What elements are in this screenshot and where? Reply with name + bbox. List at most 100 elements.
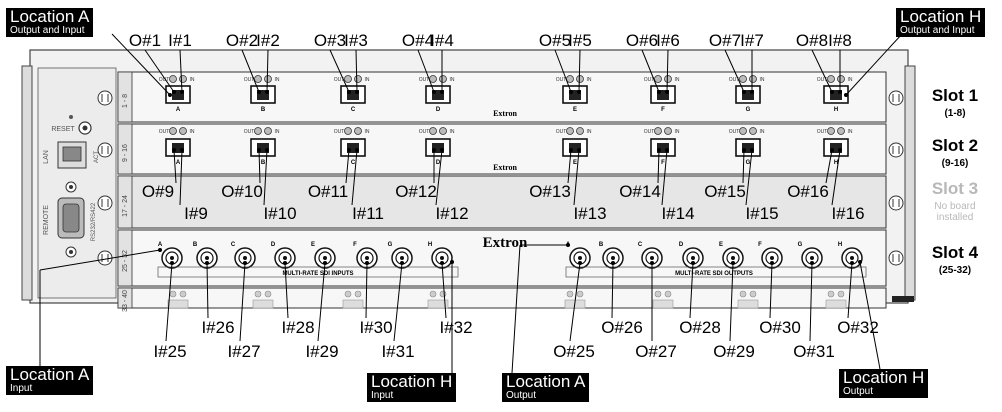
location-box-title: Location H <box>900 7 982 26</box>
fiber-connector-core <box>657 90 669 100</box>
leader-dot <box>742 148 746 152</box>
location-box-title: Location H <box>371 372 453 391</box>
bnc-connector-pin <box>243 256 247 260</box>
leader-line <box>173 149 177 184</box>
port-label-slot1: O#4 <box>402 31 434 50</box>
faded-connector <box>737 299 759 309</box>
port-label-slot1: I#4 <box>430 31 454 50</box>
leader-line <box>179 49 183 93</box>
leader-dot <box>432 148 436 152</box>
location-box-subtitle: Output and Input <box>900 25 975 36</box>
out-led-label: OUT <box>817 129 828 135</box>
out-led <box>739 127 747 135</box>
in-led <box>354 75 362 83</box>
bnc-connector-pin <box>578 256 582 260</box>
connector-letter: F <box>661 160 665 166</box>
in-led-label: IN <box>848 129 853 135</box>
slot4-input-label: I#28 <box>281 318 314 337</box>
leader-dot <box>858 260 862 264</box>
slot4-output-label: O#27 <box>635 342 677 361</box>
bnc-connector-pin <box>731 256 735 260</box>
faded-led <box>344 290 352 298</box>
bnc-connector-pin <box>650 256 654 260</box>
out-led-label: OUT <box>644 77 655 83</box>
fiber-connector-core <box>257 90 269 100</box>
location-box-subtitle: Output <box>506 390 537 401</box>
bnc-connector-pin <box>283 256 287 260</box>
out-led <box>169 127 177 135</box>
in-led <box>439 127 447 135</box>
leader-dot <box>180 90 184 94</box>
leader-dot <box>257 90 261 94</box>
bnc-connector-pin <box>810 256 814 260</box>
leader-line <box>569 262 581 342</box>
in-led-label: IN <box>587 77 592 83</box>
connector-letter: A <box>176 160 181 166</box>
out-led <box>344 75 352 83</box>
leader-line <box>742 149 745 184</box>
leader-line <box>317 262 326 342</box>
slot-name: Slot 1 <box>931 86 979 105</box>
leader-line <box>355 49 358 93</box>
faded-led <box>439 290 447 298</box>
reset-button-center <box>82 125 88 131</box>
leader-dot <box>731 261 735 265</box>
in-led <box>749 127 757 135</box>
out-led-label: OUT <box>644 129 655 135</box>
leader-line <box>657 149 660 184</box>
leader-line <box>329 49 350 93</box>
extron-logo: Extron <box>493 163 517 172</box>
slot-number-label: 9 - 16 <box>122 144 129 162</box>
fiber-connector-core <box>347 90 359 100</box>
out-led <box>566 127 574 135</box>
bnc-letter: D <box>679 242 684 248</box>
in-led-label: IN <box>365 77 370 83</box>
bnc-letter: E <box>719 242 723 248</box>
slot-4-label: Slot 4 (25-32) <box>912 243 998 276</box>
connector-letter: G <box>746 107 751 113</box>
out-led-label: OUT <box>556 129 567 135</box>
in-led <box>664 75 672 83</box>
output-label-slot2: O#11 <box>308 182 348 201</box>
leader-dot <box>172 148 176 152</box>
slot4-input-label: I#26 <box>201 318 234 337</box>
rs232-port-socket <box>62 203 80 233</box>
connector-letter: D <box>436 160 441 166</box>
in-led <box>749 75 757 83</box>
out-led-label: OUT <box>729 77 740 83</box>
slot-screw-left <box>97 142 113 158</box>
leader-dot <box>180 148 184 152</box>
leader-dot <box>844 93 848 97</box>
slot4-output-label: O#32 <box>837 318 879 337</box>
leader-line <box>809 262 813 342</box>
leader-line <box>179 149 183 206</box>
remote-label: REMOTE <box>43 205 50 235</box>
leader-dot <box>578 261 582 265</box>
in-led <box>179 127 187 135</box>
leader-line <box>689 262 694 319</box>
leader-dot <box>265 90 269 94</box>
faded-led <box>566 290 574 298</box>
fiber-connector-core <box>830 90 842 100</box>
bnc-letter: B <box>193 242 198 248</box>
leader-dot <box>170 261 174 265</box>
bnc-connector-pin <box>440 256 444 260</box>
in-led <box>439 75 447 83</box>
bnc-letter: H <box>838 242 842 248</box>
slot4-output-label: O#25 <box>553 342 595 361</box>
leader-dot <box>432 90 436 94</box>
slot-range: (25-32) <box>938 265 972 276</box>
leader-dot <box>323 261 327 265</box>
in-led-label: IN <box>450 129 455 135</box>
leader-line <box>611 262 614 319</box>
leader-line <box>729 262 734 342</box>
faded-connector <box>252 299 274 309</box>
slot-screw-right <box>888 195 904 211</box>
in-led-label: IN <box>190 129 195 135</box>
location-leader <box>111 33 171 96</box>
port-label-slot1: O#5 <box>539 31 571 50</box>
input-label-slot2: I#14 <box>661 204 694 223</box>
in-led-label: IN <box>760 77 765 83</box>
connector-letter: D <box>436 107 441 113</box>
in-led <box>576 75 584 83</box>
